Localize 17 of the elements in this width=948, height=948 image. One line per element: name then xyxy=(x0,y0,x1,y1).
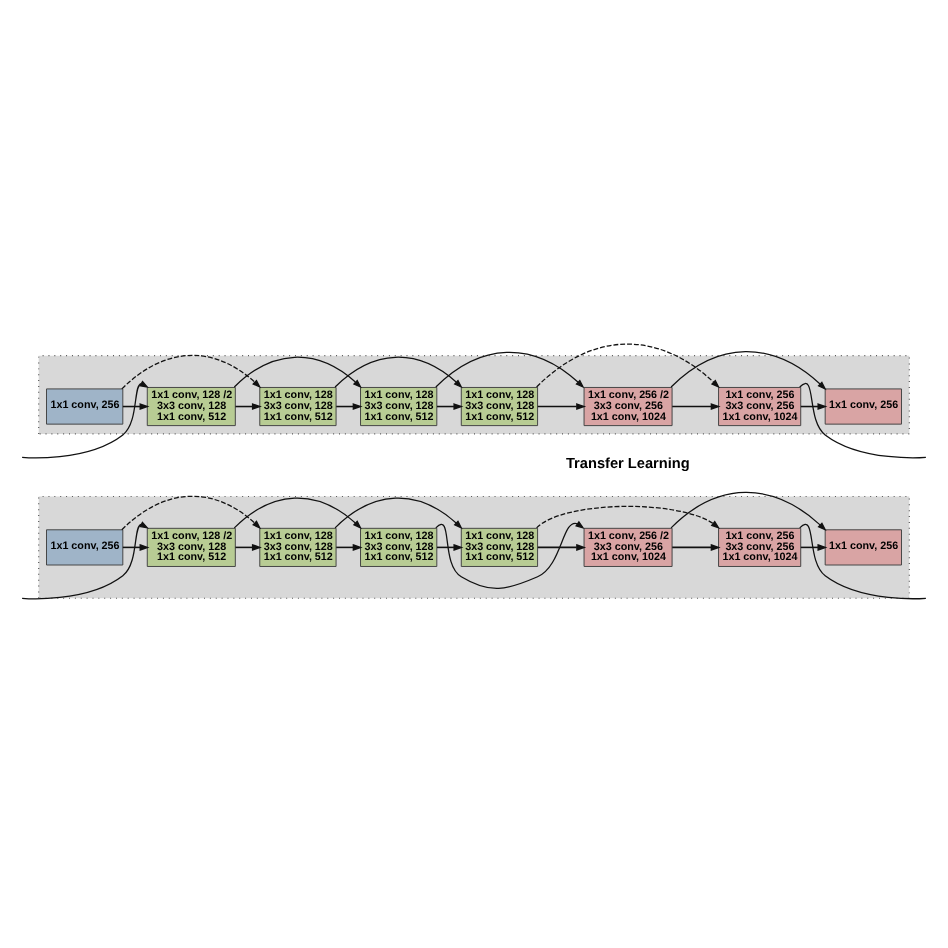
arrow xyxy=(21,520,149,599)
arrow xyxy=(670,490,827,531)
arrow xyxy=(233,496,362,529)
arrow xyxy=(536,542,587,550)
arrow xyxy=(535,342,720,388)
arrow xyxy=(233,355,362,388)
arrow xyxy=(671,542,721,550)
arrow xyxy=(670,350,827,390)
arrow xyxy=(435,350,585,388)
arrow xyxy=(671,402,721,410)
arrow xyxy=(535,504,721,529)
arrow xyxy=(536,402,587,410)
arrow xyxy=(334,355,463,388)
arrow xyxy=(334,496,463,529)
arrow xyxy=(121,494,262,530)
arrow xyxy=(21,379,149,458)
arrow xyxy=(121,353,262,389)
